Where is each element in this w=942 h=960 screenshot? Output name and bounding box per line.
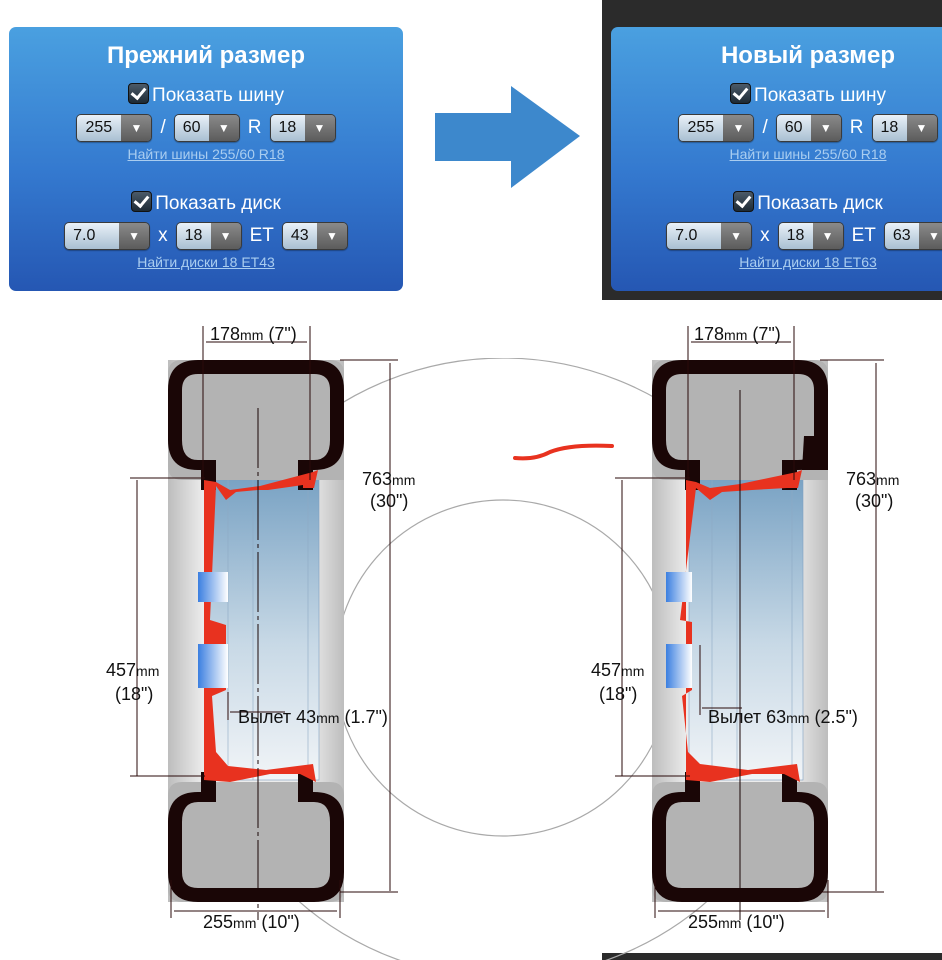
new-size-panel: Новый размер Показать шину 255▼ / 60▼ R … <box>611 27 942 291</box>
show-tire-label: Показать шину <box>152 85 284 106</box>
overall-diameter-inch: (30") <box>855 491 893 511</box>
tire-diameter-select[interactable]: 18▼ <box>269 114 336 142</box>
tire-size-row: 255▼ / 60▼ R 18▼ <box>611 113 942 143</box>
wheel-size-row: 7.0▼ x 18▼ ET 43▼ <box>9 221 403 251</box>
rim-diameter-inch: (18") <box>599 684 637 704</box>
checkbox-checked-icon[interactable] <box>733 191 755 212</box>
dropdown-arrow-icon: ▼ <box>812 223 843 249</box>
new-dimensions <box>615 326 884 918</box>
dark-background-bottom <box>602 953 942 960</box>
show-tire-toggle[interactable]: Показать шину <box>9 83 403 109</box>
wheel-diameter-select[interactable]: 18▼ <box>175 222 242 250</box>
dropdown-arrow-icon: ▼ <box>810 115 841 141</box>
panel-title: Новый размер <box>720 42 896 69</box>
wheel-offset-select[interactable]: 43▼ <box>281 222 348 250</box>
dropdown-arrow-icon: ▼ <box>723 115 754 141</box>
dropdown-arrow-icon: ▼ <box>121 115 152 141</box>
overall-diameter-label: 763mm <box>846 469 899 489</box>
show-tire-label: Показать шину <box>754 85 886 106</box>
rim-profile <box>680 470 802 782</box>
wheel-width-select[interactable]: 7.0▼ <box>666 222 753 250</box>
old-size-panel: Прежний размер Показать шину 255▼ / 60▼ … <box>9 27 403 291</box>
tire-width-select[interactable]: 255▼ <box>678 114 755 142</box>
checkbox-checked-icon[interactable] <box>730 83 752 104</box>
tire-width-label: 255mm (10") <box>688 912 785 932</box>
rim-width-label: 178mm (7") <box>210 324 297 344</box>
overall-diameter-inch: (30") <box>370 491 408 511</box>
annotation-squiggle <box>513 443 614 461</box>
tire-profile-select[interactable]: 60▼ <box>173 114 240 142</box>
tire-width-label: 255mm (10") <box>203 912 300 932</box>
offset-label: Вылет 63mm (2.5") <box>708 707 858 727</box>
dropdown-arrow-icon: ▼ <box>918 223 942 249</box>
tire-profile-select[interactable]: 60▼ <box>775 114 842 142</box>
overall-diameter-label: 763mm <box>362 469 415 489</box>
find-tires-link[interactable]: Найти шины 255/60 R18 <box>127 146 285 162</box>
show-wheel-label: Показать диск <box>757 193 883 214</box>
show-wheel-label: Показать диск <box>155 193 281 214</box>
dropdown-arrow-icon: ▼ <box>906 115 937 141</box>
dropdown-arrow-icon: ▼ <box>119 223 150 249</box>
new-tire-diagram <box>651 359 829 920</box>
old-dimensions <box>130 326 398 918</box>
dropdown-arrow-icon: ▼ <box>304 115 335 141</box>
dropdown-arrow-icon: ▼ <box>208 115 239 141</box>
wheel-size-row: 7.0▼ x 18▼ ET 63▼ <box>611 221 942 251</box>
find-tires-link[interactable]: Найти шины 255/60 R18 <box>729 146 887 162</box>
dropdown-arrow-icon: ▼ <box>210 223 241 249</box>
tire-comparison-diagram: 178mm (7") 763mm (30") 457mm (18") Вылет… <box>106 300 899 960</box>
wheel-width-select[interactable]: 7.0▼ <box>64 222 151 250</box>
rim-diameter-label: 457mm <box>591 660 644 680</box>
old-tire-diagram <box>167 359 345 920</box>
rim-profile <box>204 470 318 782</box>
rim-diameter-label: 457mm <box>106 660 159 680</box>
rim-diameter-inch: (18") <box>115 684 153 704</box>
tire-size-row: 255▼ / 60▼ R 18▼ <box>9 113 403 143</box>
tire-width-select[interactable]: 255▼ <box>76 114 153 142</box>
arrow-right-icon <box>435 86 580 188</box>
find-wheels-link[interactable]: Найти диски 18 ET43 <box>137 254 275 270</box>
checkbox-checked-icon[interactable] <box>131 191 153 212</box>
wheel-offset-select[interactable]: 63▼ <box>883 222 942 250</box>
find-wheels-link[interactable]: Найти диски 18 ET63 <box>739 254 877 270</box>
show-tire-toggle[interactable]: Показать шину <box>611 83 942 109</box>
dropdown-arrow-icon: ▼ <box>316 223 347 249</box>
offset-label: Вылет 43mm (1.7") <box>238 707 388 727</box>
show-wheel-toggle[interactable]: Показать диск <box>611 191 942 217</box>
dropdown-arrow-icon: ▼ <box>721 223 752 249</box>
panel-title: Прежний размер <box>106 42 306 69</box>
tire-diameter-select[interactable]: 18▼ <box>871 114 938 142</box>
rim-width-label: 178mm (7") <box>694 324 781 344</box>
show-wheel-toggle[interactable]: Показать диск <box>9 191 403 217</box>
checkbox-checked-icon[interactable] <box>128 83 150 104</box>
wheel-diameter-select[interactable]: 18▼ <box>777 222 844 250</box>
